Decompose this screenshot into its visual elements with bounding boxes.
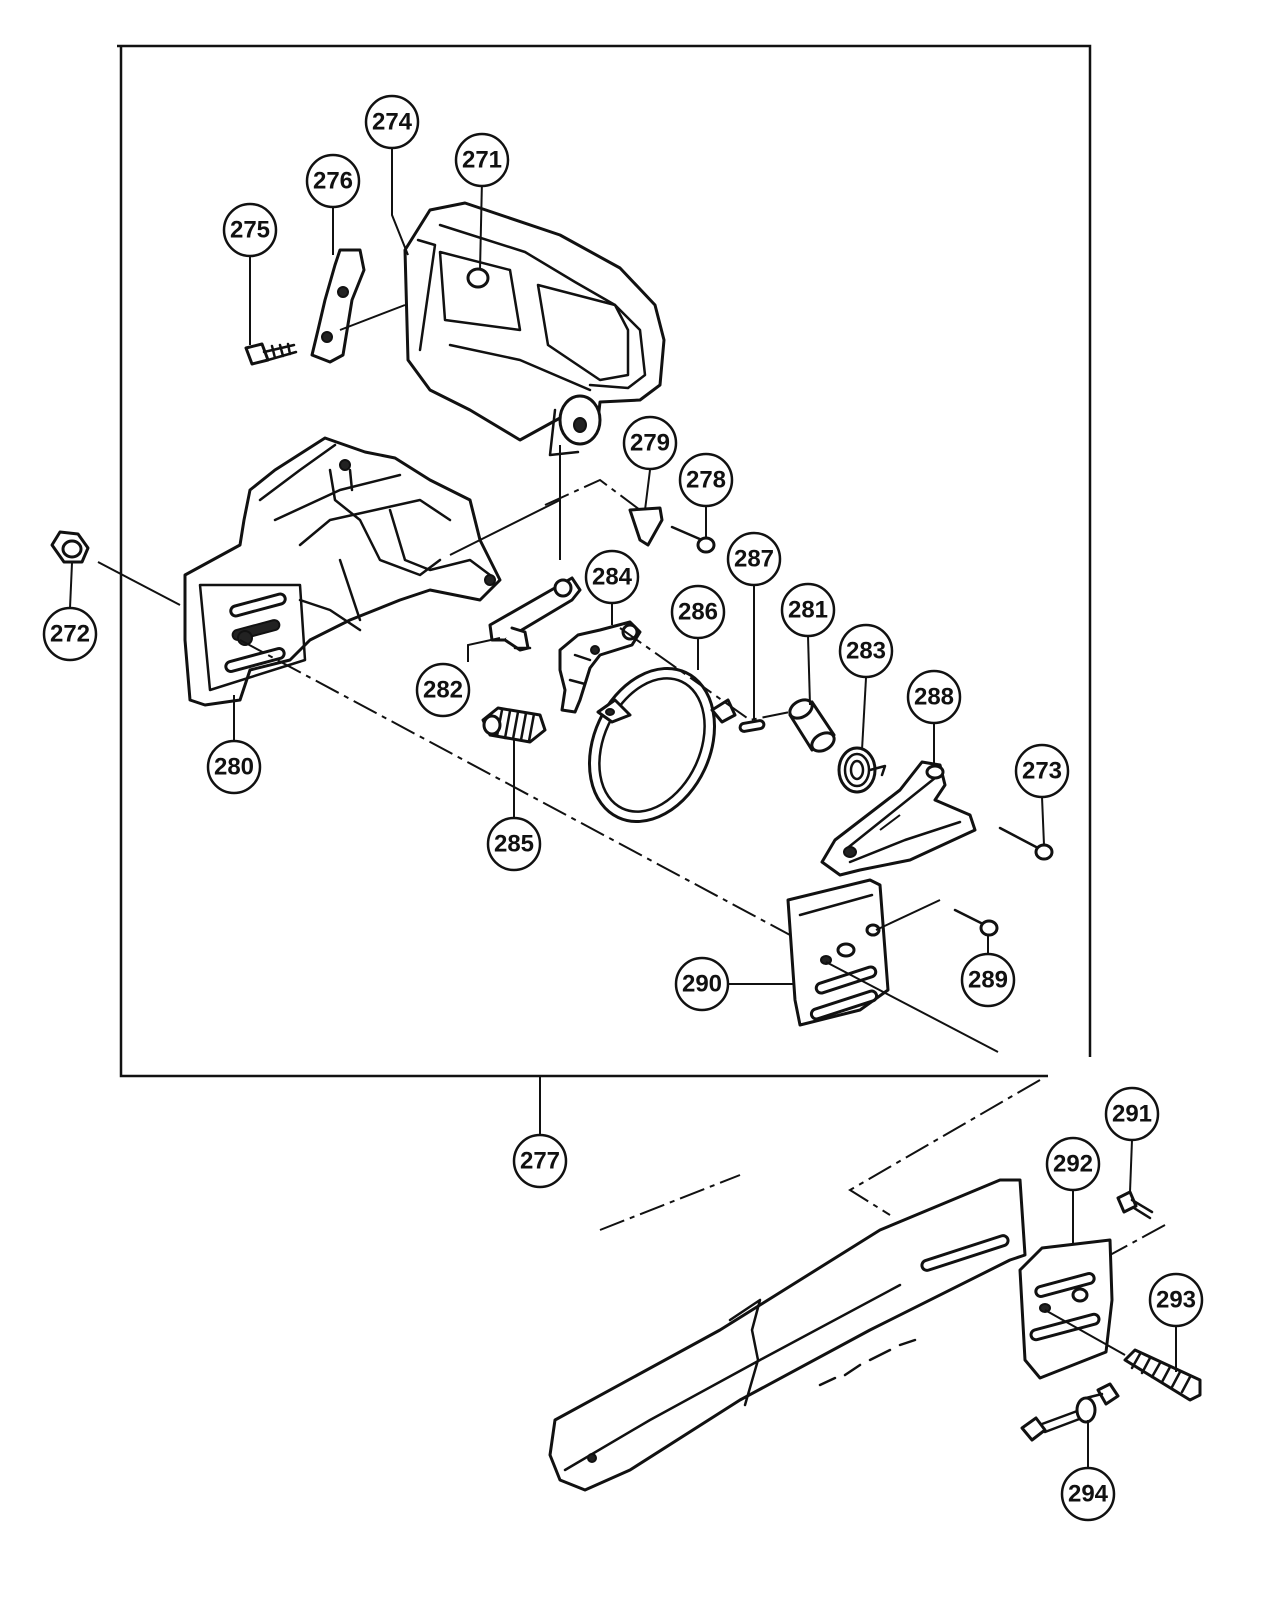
plate-279 [628, 506, 664, 547]
assembly-line [619, 627, 791, 722]
stud-293 [1123, 1348, 1202, 1402]
callout-label: 285 [494, 831, 534, 858]
pin-287 [738, 719, 766, 733]
assembly-line [825, 961, 999, 1053]
callout-289: 289 [960, 952, 1016, 1008]
leader-272 [69, 562, 73, 609]
assembly-line [544, 478, 641, 511]
adjuster-294 [1020, 1382, 1120, 1442]
callout-label: 293 [1156, 1287, 1196, 1314]
callout-279: 279 [622, 415, 678, 471]
brake-band-286 [588, 666, 737, 824]
leader-282 [467, 637, 501, 662]
callout-273: 273 [1014, 743, 1070, 799]
leader-283 [861, 677, 867, 751]
handle-cover-274 [403, 201, 666, 457]
callout-291: 291 [1104, 1086, 1160, 1142]
callout-label: 272 [50, 621, 90, 648]
nut-272 [50, 530, 90, 564]
callout-label: 274 [372, 109, 413, 136]
callout-293: 293 [1148, 1272, 1204, 1328]
callout-281: 281 [780, 582, 836, 638]
callout-label: 282 [423, 677, 463, 704]
callout-label: 281 [788, 597, 828, 624]
pad-276 [310, 248, 366, 364]
callout-274: 274 [364, 94, 420, 150]
callout-272: 272 [42, 606, 98, 662]
callout-label: 287 [734, 546, 774, 573]
guide-bar [548, 1178, 1027, 1492]
leader-274 [391, 143, 409, 256]
callout-283: 283 [838, 623, 894, 679]
lever-284 [558, 620, 642, 714]
callout-294: 294 [1060, 1466, 1116, 1522]
leader-291 [1129, 1139, 1133, 1193]
link-282 [488, 576, 582, 652]
outer-plate-292 [1018, 1238, 1114, 1380]
callout-label: 294 [1068, 1481, 1109, 1508]
assembly-line [848, 1079, 1041, 1216]
callout-label: 273 [1022, 758, 1062, 785]
callout-280: 280 [206, 739, 262, 795]
assembly-line [339, 304, 406, 331]
callout-276: 276 [305, 153, 361, 209]
guide-plate-290 [786, 878, 890, 1027]
assembly-line [879, 814, 901, 831]
callout-277: 277 [512, 1133, 568, 1189]
callout-label: 291 [1112, 1101, 1152, 1128]
callout-284: 284 [584, 549, 640, 605]
torsion-spring-283 [837, 746, 887, 794]
assembly-line [449, 499, 561, 556]
callout-label: 271 [462, 147, 502, 174]
callout-290: 290 [674, 956, 730, 1012]
screw-291 [1116, 1190, 1154, 1220]
callout-label: 279 [630, 430, 670, 457]
callout-label: 286 [678, 599, 718, 626]
screw-278 [670, 525, 716, 554]
callout-285: 285 [486, 816, 542, 872]
callout-271: 271 [454, 132, 510, 188]
callout-275: 275 [222, 202, 278, 258]
callout-label: 275 [230, 217, 270, 244]
callout-label: 292 [1053, 1151, 1093, 1178]
leader-281 [807, 635, 811, 706]
leader-279 [644, 469, 651, 511]
callout-label: 284 [592, 564, 633, 591]
callout-292: 292 [1045, 1136, 1101, 1192]
leader-271 [479, 179, 483, 271]
callout-label: 283 [846, 638, 886, 665]
screw-275 [244, 342, 298, 366]
callout-286: 286 [670, 584, 726, 640]
sleeve-281 [788, 698, 836, 753]
assembly-line [1044, 1309, 1126, 1356]
assembly-frame [117, 44, 1092, 1078]
assembly-line [875, 899, 941, 931]
callout-label: 278 [686, 467, 726, 494]
callout-label: 276 [313, 168, 353, 195]
screw-289 [953, 908, 999, 937]
callout-label: 290 [682, 971, 722, 998]
callout-label: 277 [520, 1148, 560, 1175]
callout-288: 288 [906, 669, 962, 725]
assembly-line [599, 1174, 741, 1231]
callout-287: 287 [726, 531, 782, 587]
assembly-line [97, 561, 181, 606]
callout-label: 288 [914, 684, 954, 711]
callout-label: 289 [968, 967, 1008, 994]
callout-282: 282 [415, 662, 471, 718]
bracket-288 [820, 760, 977, 877]
assembly-line [1109, 1224, 1166, 1256]
callout-278: 278 [678, 452, 734, 508]
housing-280 [183, 436, 502, 707]
leader-273 [1041, 796, 1045, 846]
callout-label: 280 [214, 754, 254, 781]
spring-285 [481, 706, 547, 744]
